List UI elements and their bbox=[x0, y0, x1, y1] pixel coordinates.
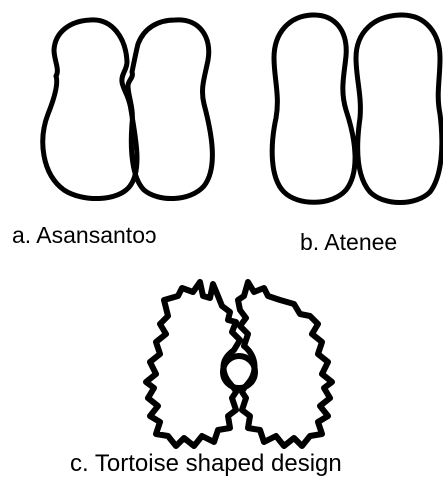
tortoise-center-circle bbox=[223, 356, 255, 388]
asansantoo-right-shape bbox=[128, 20, 212, 199]
atenee-right-shape bbox=[356, 15, 442, 203]
atenee-left-shape bbox=[272, 15, 355, 202]
caption-tortoise-design: c. Tortoise shaped design bbox=[70, 451, 342, 477]
caption-atenee: b. Atenee bbox=[300, 229, 397, 255]
asansantoo-left-shape bbox=[43, 20, 137, 199]
caption-asansantoo: a. Asansantoɔ bbox=[12, 222, 157, 248]
